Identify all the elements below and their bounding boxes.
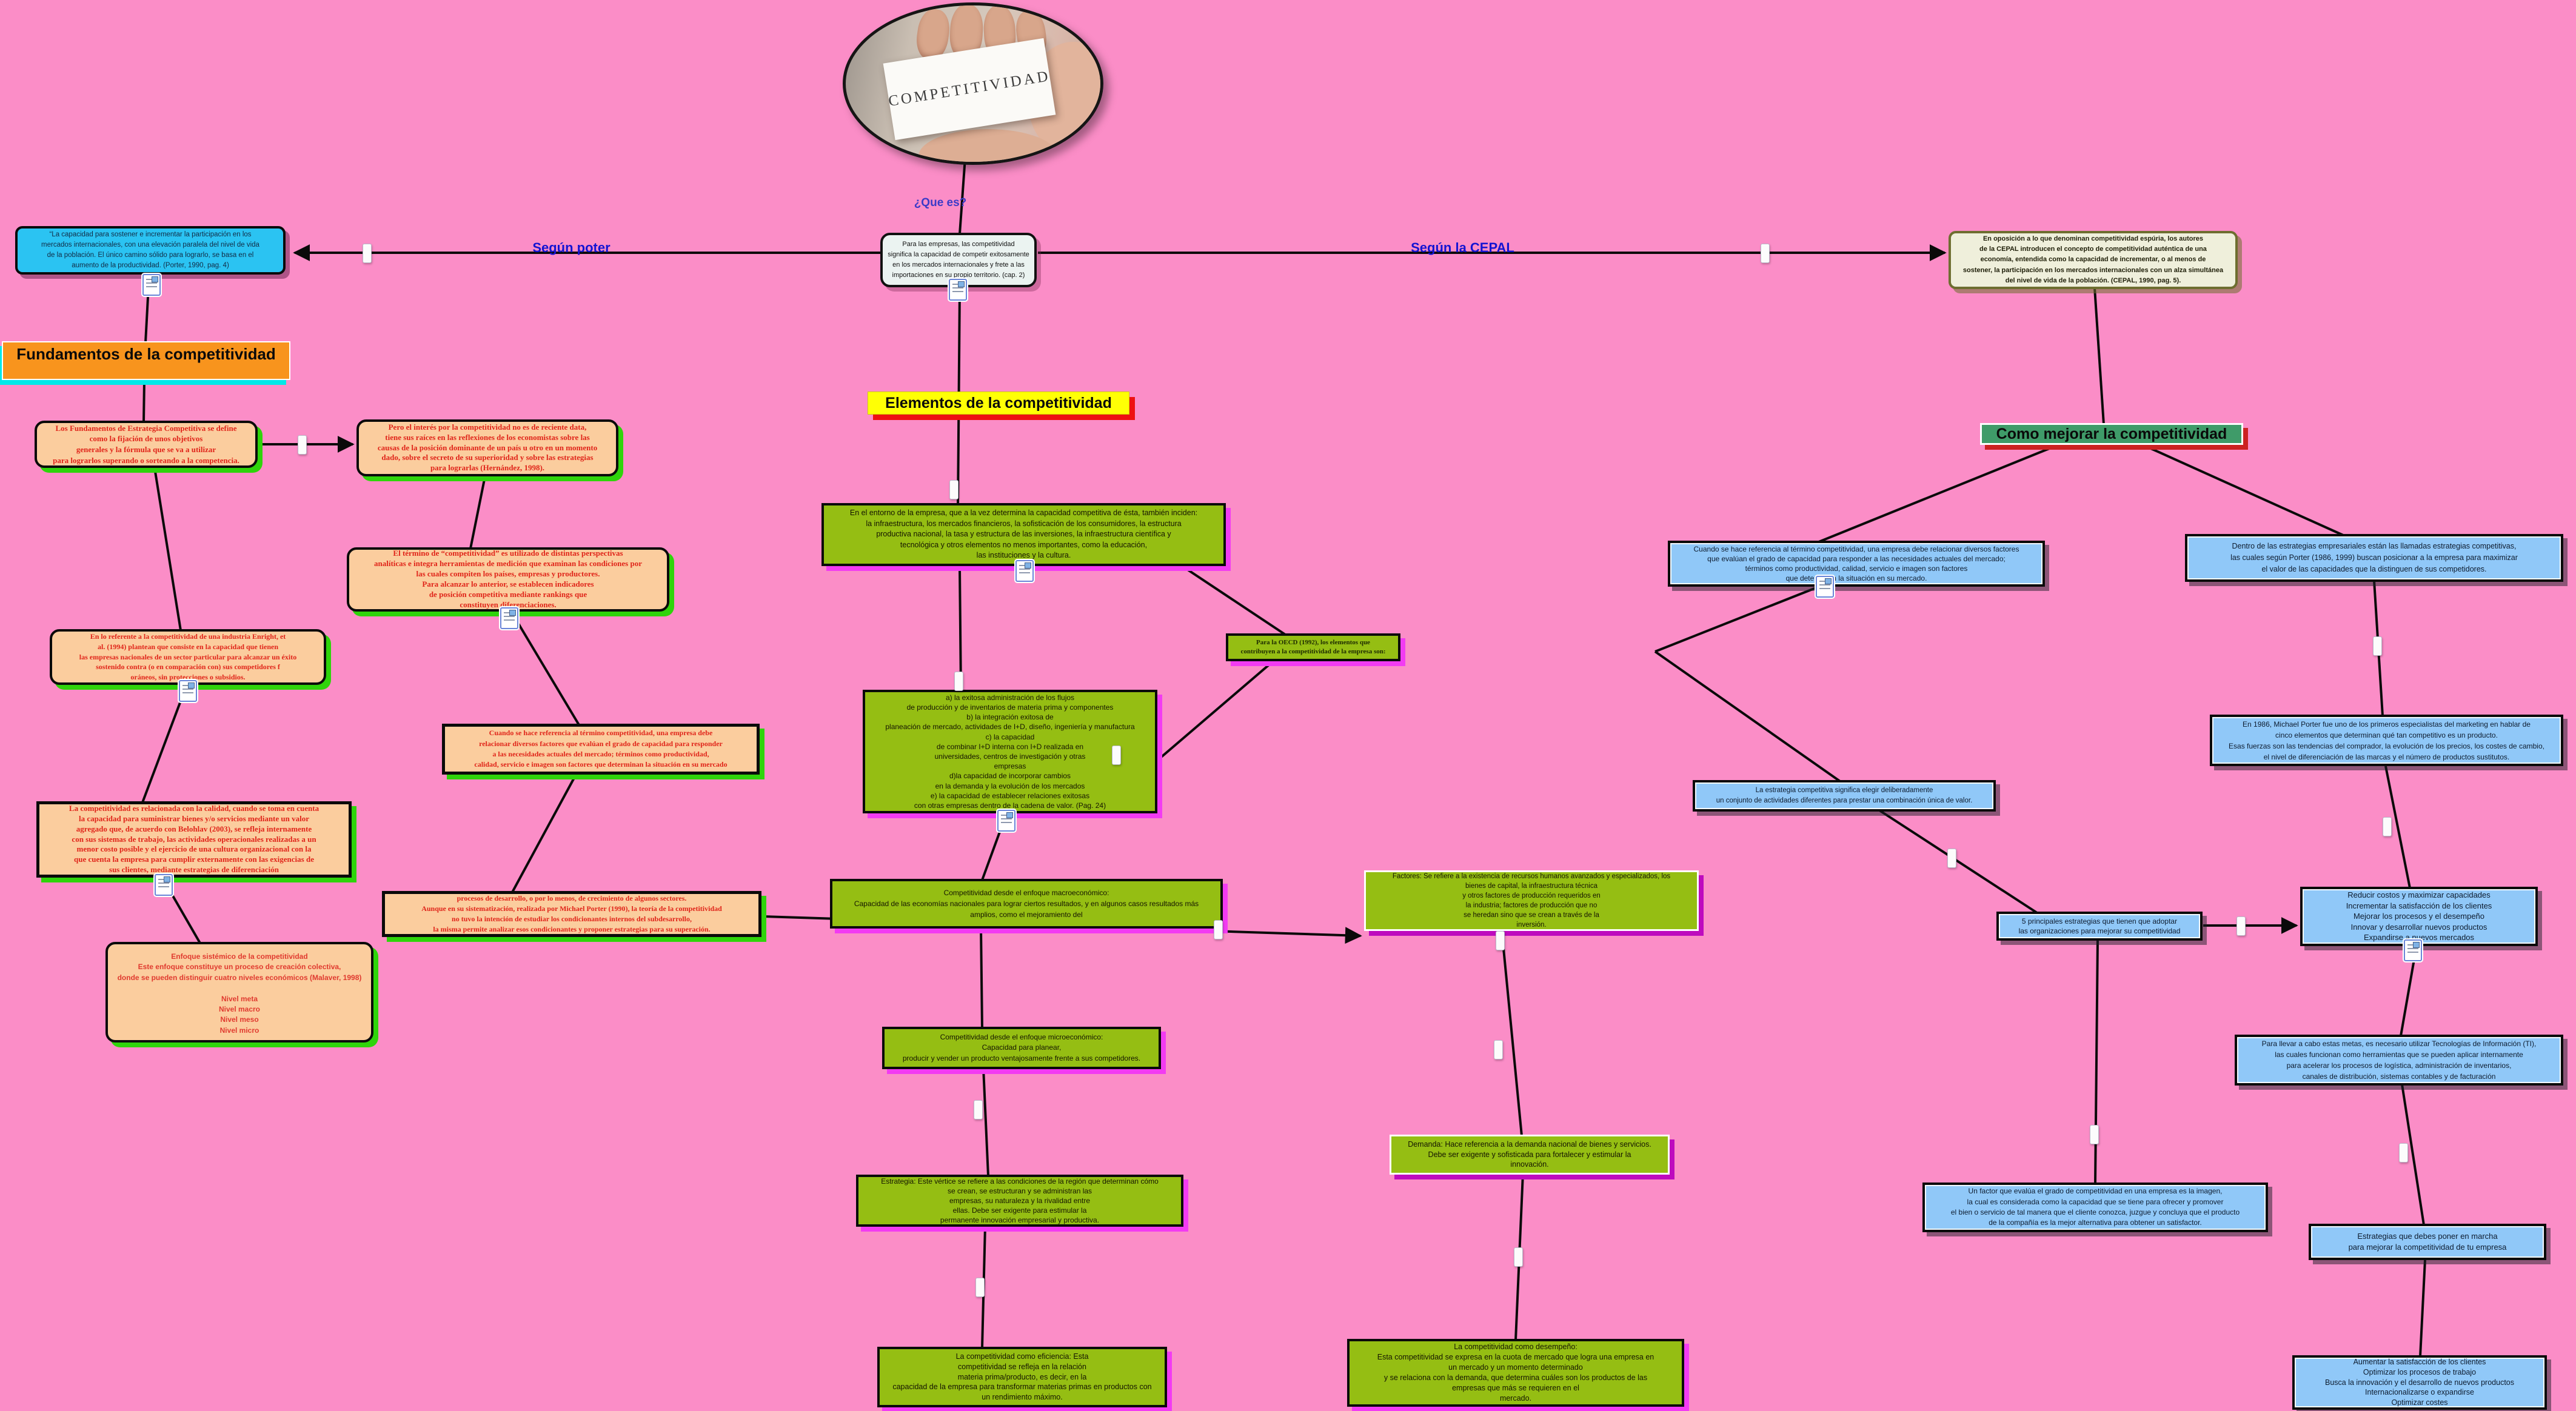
link-label-segun-cepal[interactable]: Según la CEPAL <box>1411 240 1514 255</box>
node-demanda[interactable]: Demanda: Hace referencia a la demanda na… <box>1390 1135 1670 1175</box>
resource-document-icon[interactable] <box>155 874 173 896</box>
resource-document-icon[interactable] <box>949 279 967 301</box>
connector-line <box>2094 939 2099 1184</box>
connector-handle[interactable] <box>1761 244 1770 263</box>
connector-line <box>2384 766 2411 889</box>
node-reducir-costos-lista[interactable]: Reducir costos y maximizar capacidades I… <box>2300 887 2538 946</box>
node-cuando-factores[interactable]: Cuando se hace referencia al término com… <box>442 724 760 775</box>
node-pero-interes[interactable]: Pero el interés por la competitividad no… <box>356 419 618 476</box>
connector-line <box>1818 442 2062 543</box>
connector-line <box>511 774 577 893</box>
node-dentro-estrategias[interactable]: Dentro de las estrategias empresariales … <box>2185 534 2563 582</box>
connector-handle[interactable] <box>298 435 307 455</box>
node-fundamentos-def[interactable]: Los Fundamentos de Estrategia Competitiv… <box>35 421 258 468</box>
connector-handle[interactable] <box>1112 746 1121 765</box>
connector-line <box>958 567 962 692</box>
node-enfoque-macroeconomico[interactable]: Competitividad desde el enfoque macroeco… <box>830 879 1223 929</box>
node-aumentar-satisfaccion-lista[interactable]: Aumentar la satisfacción de los clientes… <box>2292 1355 2547 1410</box>
connector-handle[interactable] <box>1214 920 1223 939</box>
node-procesos-desarrollo[interactable]: procesos de desarrollo, o por lo menos, … <box>382 891 761 937</box>
node-cepal-definition[interactable]: En oposición a lo que denominan competit… <box>1949 231 2238 289</box>
header-fundamentos[interactable]: Fundamentos de la competitividad <box>2 341 290 380</box>
node-porter-definition[interactable]: “La capacidad para sostener e incrementa… <box>15 226 286 275</box>
connector-handle[interactable] <box>974 1100 983 1119</box>
node-oecd[interactable]: Para la OECD (1992), los elementos que c… <box>1226 633 1400 661</box>
resource-document-icon[interactable] <box>500 607 518 629</box>
connector-line <box>1878 809 2038 914</box>
business-card: COMPETITIVIDAD <box>883 38 1056 141</box>
competitividad-photo-ellipse: COMPETITIVIDAD <box>843 2 1103 165</box>
node-tecnologias-informacion[interactable]: Para llevar a cabo estas metas, es neces… <box>2235 1035 2563 1086</box>
connector-line <box>1181 565 1286 636</box>
connector-line <box>1654 650 1841 782</box>
header-elementos[interactable]: Elementos de la competitividad <box>868 392 1129 415</box>
node-estrategia-competitiva[interactable]: La estrategia competitiva significa eleg… <box>1693 780 1996 812</box>
connector-handle[interactable] <box>2373 636 2382 656</box>
node-factores[interactable]: Factores: Se refiere a la existencia de … <box>1364 870 1699 931</box>
resource-document-icon[interactable] <box>1015 560 1034 582</box>
node-enright[interactable]: En lo referente a la competitividad de u… <box>50 629 326 685</box>
connector-handle[interactable] <box>2383 817 2392 836</box>
connector-line <box>2093 287 2105 425</box>
connector-line <box>1500 929 1523 1136</box>
connector-handle[interactable] <box>1514 1247 1523 1267</box>
connector-handle[interactable] <box>2399 1143 2408 1162</box>
resource-document-icon[interactable] <box>2404 939 2422 961</box>
connector-line <box>2401 1084 2425 1226</box>
connector-line <box>469 476 486 549</box>
node-calidad[interactable]: La competitividad es relacionada con la … <box>36 801 352 878</box>
connector-handle[interactable] <box>2090 1125 2099 1144</box>
connector-handle[interactable] <box>363 244 372 263</box>
resource-document-icon[interactable] <box>179 680 197 702</box>
connector-handle[interactable] <box>1494 1040 1503 1059</box>
connector-line <box>153 467 182 631</box>
card-title: COMPETITIVIDAD <box>887 68 1052 110</box>
node-elementos-abcde[interactable]: a) la exitosa administración de los fluj… <box>863 690 1157 813</box>
header-como-mejorar[interactable]: Como mejorar la competitividad <box>1980 423 2243 445</box>
link-label-que-es[interactable]: ¿Que es? <box>914 196 967 209</box>
resource-document-icon[interactable] <box>997 810 1015 832</box>
connector-line <box>511 612 580 726</box>
connector-handle[interactable] <box>1947 849 1956 868</box>
connector-line <box>980 927 983 1029</box>
node-enfoque-sistemico[interactable]: Enfoque sistémico de la competitividad E… <box>105 942 373 1042</box>
resource-document-icon[interactable] <box>1816 576 1834 598</box>
connector-line <box>2400 949 2417 1036</box>
node-factor-imagen[interactable]: Un factor que evalúa el grado de competi… <box>1922 1183 2268 1232</box>
connector-line <box>2419 1259 2426 1357</box>
connector-handle[interactable] <box>949 480 958 499</box>
node-competitividad-desempeno[interactable]: La competitividad como desempeño: Esta c… <box>1347 1339 1684 1407</box>
node-cuando-referencia[interactable]: Cuando se hace referencia al término com… <box>1668 541 2045 587</box>
link-label-segun-poter[interactable]: Según poter <box>532 240 611 255</box>
node-porter-1986[interactable]: En 1986, Michael Porter fue uno de los p… <box>2210 715 2563 766</box>
node-competitividad-eficiencia[interactable]: La competitividad como eficiencia: Esta … <box>877 1347 1167 1407</box>
node-termino-competitividad[interactable]: El término de “competitividad” es utiliz… <box>347 547 669 612</box>
connector-line <box>1158 660 1274 760</box>
connector-handle[interactable] <box>954 672 963 691</box>
resource-document-icon[interactable] <box>142 274 161 296</box>
node-estrategia-vertice[interactable]: Estrategia: Este vértice se refiere a la… <box>856 1175 1183 1227</box>
connector-line <box>1654 585 1819 653</box>
connector-handle[interactable] <box>2236 916 2246 936</box>
connector-handle[interactable] <box>1496 931 1505 950</box>
connector-handle[interactable] <box>975 1278 985 1297</box>
node-estrategias-marcha[interactable]: Estrategias que debes poner en marcha pa… <box>2309 1224 2546 1260</box>
connector-line <box>141 689 186 803</box>
node-entorno-empresa[interactable]: En el entorno de la empresa, que a la ve… <box>821 503 1226 566</box>
node-cinco-principales[interactable]: 5 principales estrategias que tienen que… <box>1996 912 2203 941</box>
connector-line <box>958 157 966 235</box>
connector-line <box>982 1067 989 1176</box>
node-enfoque-microeconomico[interactable]: Competitividad desde el enfoque microeco… <box>882 1027 1161 1069</box>
connector-line <box>2139 442 2344 536</box>
